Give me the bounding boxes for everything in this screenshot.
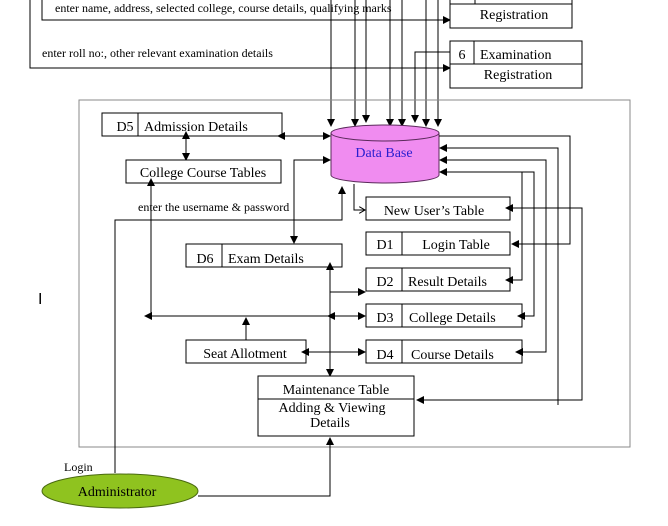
- process-6-subtitle: Registration: [484, 68, 552, 83]
- process-examination-registration[interactable]: 6 Examination Registration: [449, 40, 583, 89]
- maintenance-title: Maintenance Table: [283, 383, 389, 398]
- flow-database-new-user: [353, 184, 365, 210]
- entity-new-users-table[interactable]: New User’s Table: [365, 196, 511, 221]
- seat-allotment-label: Seat Allotment: [203, 347, 287, 362]
- store-d6-exam-details[interactable]: D6 Exam Details: [185, 243, 343, 268]
- store-d5-label: Admission Details: [144, 120, 248, 135]
- process-registration[interactable]: Registration: [449, 0, 573, 29]
- store-d3-college-details[interactable]: D3 College Details: [365, 303, 523, 328]
- store-d1-label: Login Table: [422, 238, 490, 253]
- store-d2-label: Result Details: [408, 275, 487, 290]
- exam-flow-label: enter roll no:, other relevant examinati…: [42, 46, 273, 60]
- entity-college-course-tables[interactable]: College Course Tables: [125, 159, 282, 184]
- store-d2-result-details[interactable]: D2 Result Details: [365, 267, 511, 292]
- process-registration-subtitle: Registration: [480, 8, 548, 23]
- registration-flow-label: enter name, address, selected college, c…: [55, 1, 392, 15]
- top-registration-frame: [29, 0, 450, 69]
- flows-into-database: [327, 0, 450, 127]
- store-d1-id: D1: [376, 238, 393, 253]
- store-d3-id: D3: [376, 311, 393, 326]
- database-label: Data Base: [355, 146, 412, 161]
- store-d6-label: Exam Details: [228, 252, 304, 267]
- flow-admin-login-database: [114, 186, 346, 473]
- maintenance-line1: Adding & Viewing: [278, 401, 385, 416]
- actor-administrator[interactable]: Administrator: [41, 473, 199, 509]
- database[interactable]: Data Base: [330, 124, 440, 184]
- store-d5-id: D5: [116, 120, 133, 135]
- new-user-label: New User’s Table: [384, 204, 484, 219]
- flow-to-database-mid: [293, 156, 331, 240]
- store-d1-login-table[interactable]: D1 Login Table: [365, 231, 511, 256]
- maintenance-line2: Details: [310, 416, 350, 431]
- store-d5-admission-details[interactable]: D5 Admission Details: [101, 112, 283, 137]
- store-d2-id: D2: [376, 275, 393, 290]
- credentials-flow-label: enter the username & password: [138, 200, 289, 214]
- system-boundary: [78, 99, 631, 448]
- college-course-label: College Course Tables: [140, 166, 266, 181]
- login-label: Login: [64, 460, 93, 474]
- process-6-id: 6: [459, 48, 466, 63]
- store-d4-id: D4: [376, 348, 393, 363]
- store-d6-id: D6: [196, 252, 213, 267]
- database-return-flows: [416, 135, 583, 405]
- administrator-label: Administrator: [78, 485, 157, 500]
- store-d4-label: Course Details: [411, 348, 494, 363]
- store-d4-course-details[interactable]: D4 Course Details: [365, 339, 523, 364]
- entity-seat-allotment[interactable]: Seat Allotment: [185, 339, 307, 364]
- text-cursor-icon: I: [38, 291, 42, 308]
- flow-admin-maintenance: [198, 437, 334, 497]
- process-6-title: Examination: [480, 48, 552, 63]
- entity-maintenance-table[interactable]: Maintenance Table Adding & Viewing Detai…: [257, 375, 415, 437]
- store-d3-label: College Details: [409, 311, 496, 326]
